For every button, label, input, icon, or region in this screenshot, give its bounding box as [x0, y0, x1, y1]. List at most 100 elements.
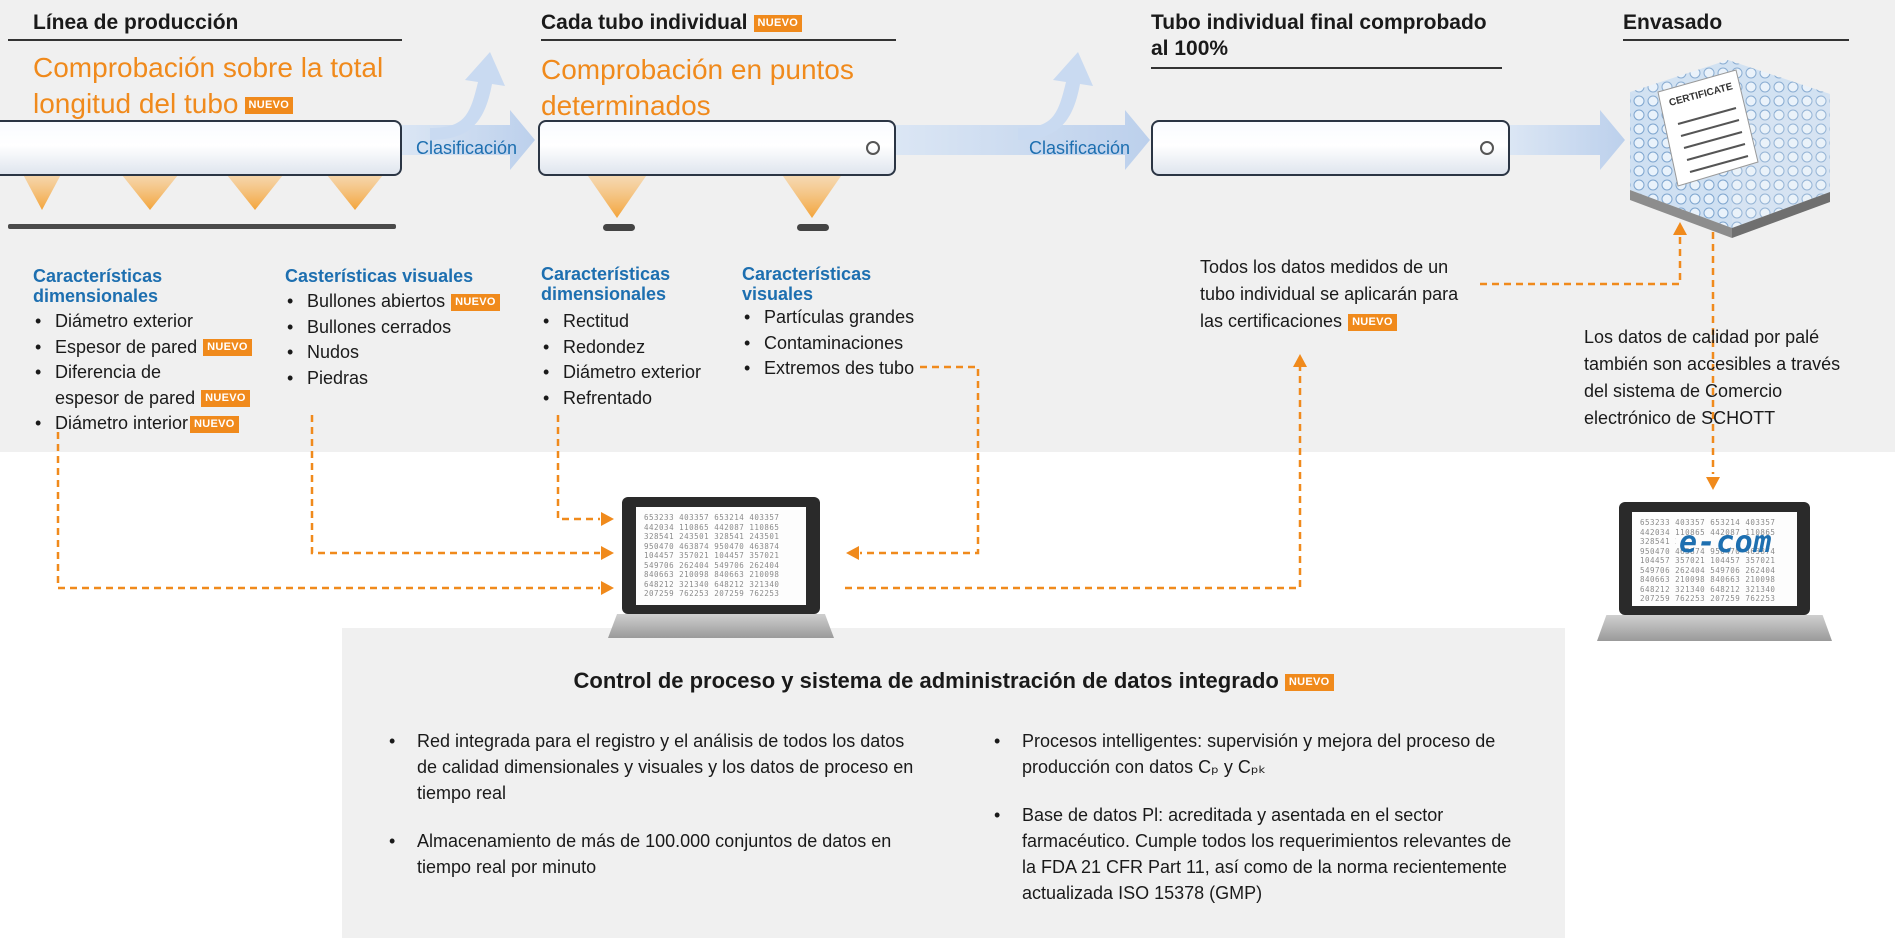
text-line: del sistema de Comercio — [1584, 381, 1783, 401]
text-line: Almacenamiento de más de 100.000 conjunt… — [417, 831, 892, 851]
flow-arrow-2 — [895, 110, 1150, 170]
classification-label-2: Clasificación — [1029, 138, 1131, 158]
item-text: Diferencia de — [55, 362, 162, 382]
final-tube-title-line: al 100% — [1151, 37, 1229, 60]
visual-features-heading-2: Características visuales — [742, 264, 871, 304]
text-line: farmacéutico. Cumple todos los requerimi… — [1022, 831, 1512, 851]
production-tube — [0, 120, 402, 176]
data-row: 653233 403357 653214 403357 — [1640, 518, 1776, 527]
subtitle-line: Comprobación sobre la total — [33, 52, 384, 83]
list-item: Bullones cerrados — [285, 315, 525, 341]
item-text: Espesor de pared — [55, 336, 198, 357]
visual-features-heading-1: Casterísticas visuales — [285, 266, 474, 286]
heading-line: visuales — [742, 284, 814, 304]
list-item: Refrentado — [541, 386, 741, 412]
text-line: también son accesibles a través — [1584, 354, 1841, 374]
heading-line: dimensionales — [33, 286, 159, 306]
text-line: de calidad dimensionales y visuales y lo… — [417, 757, 914, 777]
data-row: 840663 210098 840663 210098 — [1640, 575, 1776, 584]
list-item: Almacenamiento de más de 100.000 conjunt… — [385, 828, 985, 880]
list-item: Redondez — [541, 335, 741, 361]
laptop-base — [608, 614, 834, 638]
text-line: tiempo real — [417, 783, 507, 803]
section-divider — [541, 39, 896, 41]
ecom-logo: e-com — [1676, 528, 1775, 557]
item-text: espesor de pared — [55, 387, 196, 408]
data-row: 840663 210098 840663 210098 — [644, 570, 780, 579]
item-text: Diámetro exterior — [55, 311, 194, 331]
reject-arrow-1 — [430, 52, 505, 140]
list-item: Nudos — [285, 340, 525, 366]
list-item: Procesos intelligentes: supervisión y me… — [990, 728, 1550, 780]
item-text: Bullones cerrados — [307, 316, 452, 337]
new-badge: NUEVO — [190, 415, 239, 433]
data-row: 207259 762253 207259 762253 — [1640, 594, 1776, 603]
production-subtitle: Comprobación sobre la total longitud del… — [33, 50, 383, 122]
packaging-title: Envasado — [1623, 11, 1723, 34]
production-rail — [8, 224, 396, 229]
text-line: Procesos intelligentes: supervisión y me… — [1022, 731, 1496, 751]
heading-line: Características — [742, 264, 872, 284]
section-divider — [8, 39, 402, 41]
data-laptop: 653233 403357 653214 403357 442034 11086… — [622, 497, 820, 614]
data-row: 549706 262404 549706 262404 — [1640, 565, 1776, 575]
list-item: Diámetro exterior — [541, 360, 741, 386]
data-row: 442034 110865 442087 110865 — [644, 522, 780, 532]
data-row: 328541 243501 328541 243501 — [644, 532, 780, 541]
final-tube — [1151, 120, 1510, 176]
list-item: Base de datos Pl: acreditada y asentada … — [990, 802, 1550, 906]
item-text: Nudos — [307, 342, 360, 362]
item-text: Diámetro interior — [55, 413, 189, 433]
single-tube-title-text: Cada tubo individual — [541, 11, 748, 34]
new-badge: NUEVO — [1284, 673, 1334, 691]
text-line: Red integrada para el registro y el anál… — [417, 731, 905, 751]
single-tube-title: Cada tubo individual NUEVO — [541, 10, 803, 36]
visual-features-list-2: Partículas grandes Contaminaciones Extre… — [742, 305, 962, 382]
arrowheads — [601, 222, 1720, 595]
section-divider — [1151, 67, 1502, 69]
data-system-list-right: Procesos intelligentes: supervisión y me… — [990, 728, 1550, 928]
subtitle-line: longitud del tubo — [33, 88, 239, 119]
text-line: producción con datos Cₚ y Cₚₖ — [1022, 757, 1267, 777]
list-item: Contaminaciones — [742, 331, 962, 357]
text-line: tubo individual se aplicarán para — [1200, 284, 1459, 304]
new-badge: NUEVO — [753, 14, 803, 32]
list-item: Diámetro exterior — [33, 309, 273, 335]
certification-text: Todos los datos medidos de un tubo indiv… — [1200, 254, 1458, 335]
data-row: 207259 762253 207259 762253 — [644, 589, 780, 598]
text-line: Los datos de calidad por palé — [1584, 327, 1820, 347]
heading-line: Características — [33, 266, 163, 286]
classification-label-1: Clasificación — [416, 138, 518, 158]
data-row: 648212 321340 648212 321340 — [1640, 584, 1776, 594]
data-row: 950470 463874 950470 463874 — [1640, 546, 1776, 556]
flow-arrow-1 — [400, 110, 535, 170]
data-row: 653233 403357 653214 403357 — [644, 513, 780, 522]
data-row: 648212 321340 648212 321340 — [644, 579, 780, 589]
list-item: Red integrada para el registro y el anál… — [385, 728, 985, 806]
data-row: 950470 463874 950470 463874 — [644, 541, 780, 551]
new-badge: NUEVO — [203, 339, 252, 357]
schott-logo-icon — [866, 141, 880, 155]
text-line: la FDA 21 CFR Part 11, así como de la no… — [1022, 857, 1507, 877]
new-badge: NUEVO — [1348, 313, 1397, 331]
camera-sensor-1 — [603, 224, 635, 231]
pallet-illustration: CERTIFICATE — [1630, 60, 1830, 238]
heading-line: Características — [541, 264, 671, 284]
laptop-data-screen: 653233 403357 653214 403357 442034 11086… — [636, 507, 806, 605]
data-row: 104457 357021 104457 357021 — [1640, 556, 1776, 565]
subtitle-line: Comprobación en puntos — [541, 54, 854, 85]
data-system-title: Control de proceso y sistema de administ… — [342, 668, 1565, 694]
final-tube-title-line: Tubo individual final comprobado — [1151, 11, 1487, 34]
flow-arrow-3 — [1510, 110, 1625, 170]
subtitle-line: determinados — [541, 90, 711, 121]
heading-line: dimensionales — [541, 284, 667, 304]
new-badge: NUEVO — [451, 293, 500, 311]
item-text: Piedras — [307, 367, 369, 388]
dimensional-features-list-2: Rectitud Redondez Diámetro exterior Refr… — [541, 309, 741, 411]
text-line: las certificaciones — [1200, 311, 1343, 331]
data-row: 549706 262404 549706 262404 — [644, 560, 780, 570]
text-line: Todos los datos medidos de un — [1200, 257, 1449, 277]
reject-arrow-2 — [1018, 52, 1093, 140]
